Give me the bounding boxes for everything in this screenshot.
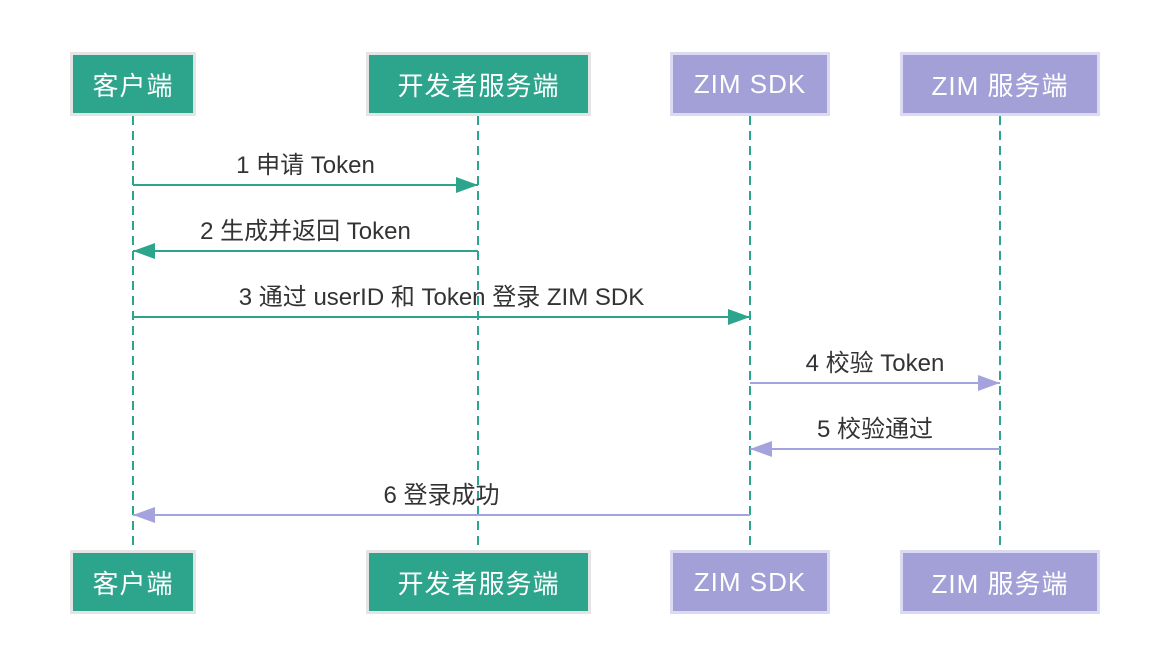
arrow-left-icon	[133, 243, 155, 259]
actor-bottom-zim-sdk: ZIM SDK	[670, 550, 830, 614]
arrow-left-icon	[750, 441, 772, 457]
message-line	[133, 184, 478, 186]
actor-label: 客户端	[92, 568, 174, 599]
message-label: 1 申请 Token	[236, 152, 375, 179]
message-label: 4 校验 Token	[805, 350, 945, 377]
message-5-verify-passed: 5 校验通过	[750, 416, 1000, 457]
arrow-left-icon	[133, 507, 155, 523]
actor-label: 开发者服务端	[397, 70, 560, 101]
actor-top-zim-sdk: ZIM SDK	[670, 52, 830, 116]
message-3-login-zim-sdk: 3 通过 userID 和 Token 登录 ZIM SDK	[133, 284, 750, 325]
arrow-right-icon	[456, 177, 478, 193]
message-line	[133, 514, 750, 516]
actor-top-zim-server: ZIM 服务端	[900, 52, 1100, 116]
actor-top-developer-server: 开发者服务端	[366, 52, 591, 116]
arrow-right-icon	[978, 375, 1000, 391]
message-line	[133, 250, 478, 252]
actor-label: 客户端	[92, 70, 174, 101]
actor-bottom-developer-server: 开发者服务端	[366, 550, 591, 614]
actor-label: ZIM SDK	[693, 566, 807, 597]
actor-label: ZIM 服务端	[931, 568, 1069, 599]
message-6-login-success: 6 登录成功	[133, 482, 750, 523]
message-line	[133, 316, 750, 318]
lifeline-zim-sdk	[749, 116, 751, 550]
lifeline-zim-server	[999, 116, 1001, 550]
message-label: 2 生成并返回 Token	[200, 218, 411, 245]
actor-label: ZIM SDK	[693, 68, 807, 99]
lifeline-developer-server	[477, 116, 479, 550]
message-line	[750, 448, 1000, 450]
message-2-return-token: 2 生成并返回 Token	[133, 218, 478, 259]
message-line	[750, 382, 1000, 384]
actor-label: 开发者服务端	[397, 568, 560, 599]
message-label: 5 校验通过	[816, 416, 933, 443]
message-4-verify-token: 4 校验 Token	[750, 350, 1000, 391]
actor-label: ZIM 服务端	[931, 70, 1069, 101]
message-label: 6 登录成功	[383, 482, 500, 509]
lifeline-client	[132, 116, 134, 550]
message-1-request-token: 1 申请 Token	[133, 152, 478, 193]
actor-top-client: 客户端	[70, 52, 196, 116]
actor-bottom-zim-server: ZIM 服务端	[900, 550, 1100, 614]
actor-bottom-client: 客户端	[70, 550, 196, 614]
message-label: 3 通过 userID 和 Token 登录 ZIM SDK	[238, 284, 645, 311]
arrow-right-icon	[728, 309, 750, 325]
